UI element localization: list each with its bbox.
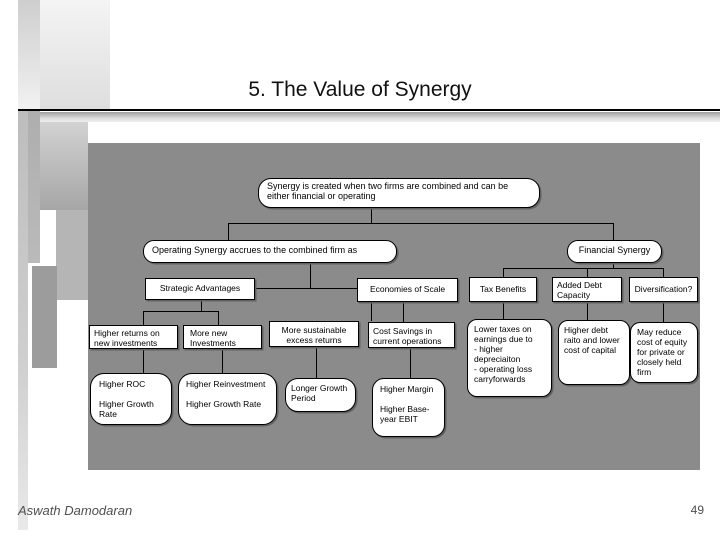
decor-bar-left-mid <box>28 111 40 263</box>
page-title: 5. The Value of Synergy <box>248 78 472 101</box>
diagram-node-longer-growth-period: Longer Growth Period <box>285 378 356 412</box>
connector <box>403 303 404 322</box>
connector <box>587 302 588 320</box>
diagram-node-more-new-investments: More new Investments <box>183 325 262 349</box>
diagram-node-financial-synergy: Financial Synergy <box>567 240 662 263</box>
diagram-node-cost-savings: Cost Savings in current operations <box>368 322 455 348</box>
diagram-node-may-reduce-cost-of-equity: May reduce cost of equity for private or… <box>630 322 698 383</box>
connector <box>613 223 614 240</box>
diagram-node-operating-synergy: Operating Synergy accrues to the combine… <box>143 240 397 263</box>
connector <box>587 268 588 277</box>
diagram-node-more-sustainable: More sustainable excess returns <box>269 321 359 347</box>
connector <box>228 223 614 224</box>
page-number: 49 <box>690 503 704 517</box>
connector <box>316 347 317 378</box>
connector <box>228 223 229 240</box>
diagram-node-strategic-advantages: Strategic Advantages <box>145 278 255 300</box>
connector <box>503 302 504 319</box>
diagram-node-lower-taxes: Lower taxes on earnings due to - higher … <box>467 319 552 397</box>
decor-bar-top-wide <box>40 0 110 109</box>
diagram-node-added-debt-capacity: Added Debt Capacity <box>552 277 622 302</box>
connector <box>255 288 357 289</box>
title-underline-gradient <box>40 112 720 122</box>
connector <box>310 263 311 288</box>
diagram-node-diversification: Diversification? <box>629 277 698 302</box>
diagram-node-higher-roc: Higher ROC Higher Growth Rate <box>90 373 172 425</box>
decor-bar-left-dark <box>32 266 57 368</box>
connector <box>663 268 664 277</box>
connector <box>218 311 219 325</box>
diagram-node-higher-returns: Higher returns on new investments <box>89 325 178 349</box>
diagram-node-higher-margin: Higher Margin Higher Base- year EBIT <box>372 378 445 437</box>
decor-bar-left-block <box>40 122 88 210</box>
connector <box>371 208 372 223</box>
connector <box>143 349 144 373</box>
connector <box>503 268 504 277</box>
diagram-node-higher-reinvestment: Higher Reinvestment Higher Growth Rate <box>178 373 277 425</box>
decor-bar-left-tall <box>18 111 28 530</box>
connector <box>371 303 372 321</box>
diagram-node-higher-debt-ratio: Higher debt raito and lower cost of capi… <box>558 320 630 385</box>
connector <box>503 268 664 269</box>
connector <box>663 302 664 322</box>
connector <box>222 349 223 373</box>
connector <box>613 263 614 268</box>
connector <box>410 348 411 378</box>
title-underline <box>18 109 720 111</box>
decor-bar-left-lower <box>56 210 88 300</box>
decor-bar-top-left <box>18 0 40 109</box>
connector <box>143 311 144 325</box>
diagram-node-tax-benefits: Tax Benefits <box>469 277 537 302</box>
diagram-node-economies-of-scale: Economies of Scale <box>357 278 458 302</box>
diagram-node-synergy-root: Synergy is created when two firms are co… <box>258 178 540 208</box>
synergy-diagram-panel: Synergy is created when two firms are co… <box>88 143 700 470</box>
footer-author: Aswath Damodaran <box>18 503 133 518</box>
connector <box>143 311 219 312</box>
connector <box>201 300 202 311</box>
